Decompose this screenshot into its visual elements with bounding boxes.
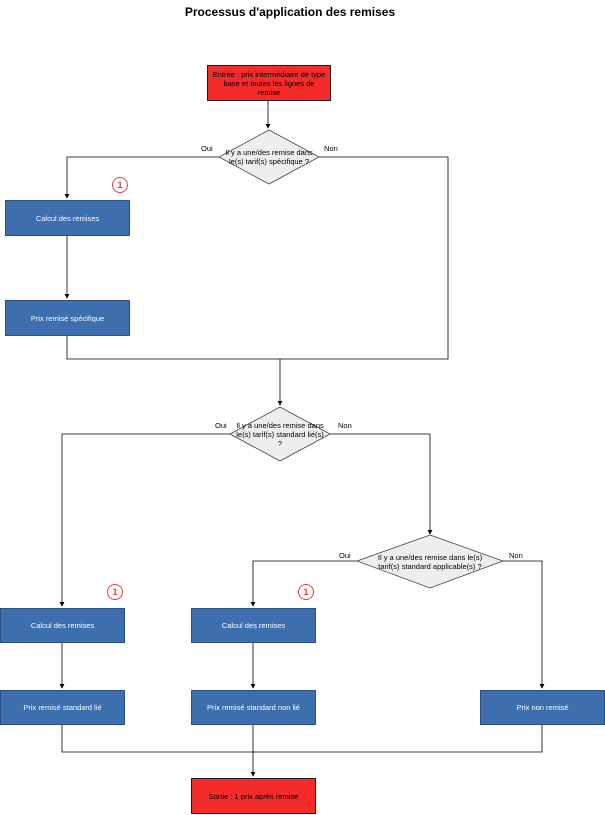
calcul-remises-node-2: Calcul des remises <box>0 608 125 643</box>
step-badge-1: 1 <box>112 177 128 193</box>
decision2-oui-label: Oui <box>215 421 227 430</box>
prix-specifique-node: Prix remisé spécifique <box>5 300 130 336</box>
edge-prix-specifique-merge <box>66 336 280 360</box>
decision3-non-label: Non <box>509 551 523 560</box>
step-badge-3: 1 <box>298 584 314 600</box>
decision-standard-applicable-label: Il y a une/des remise dans le(s) tarif(s… <box>377 553 483 571</box>
decision2-non-label: Non <box>338 421 352 430</box>
prix-standard-non-lie-node: Prix remisé standard non lié <box>191 690 316 725</box>
decision1-oui-label: Oui <box>201 144 213 153</box>
step-badge-2: 1 <box>107 584 123 600</box>
edge-decision3-non <box>503 560 545 689</box>
edge-decision3-oui <box>250 560 357 607</box>
edge-decision1-oui <box>64 156 219 199</box>
entree-node: Entrée : prix intermédiaire de type base… <box>207 65 331 101</box>
calcul-remises-node-3: Calcul des remises <box>191 608 316 643</box>
diagram-title: Processus d'application des remises <box>184 5 396 19</box>
edge-decision1-non <box>280 156 449 360</box>
decision-standard-applicable-shape <box>355 534 505 589</box>
decision-standard-lie-label: Il y a une/des remise dans le(s) tarif(s… <box>236 420 324 448</box>
decision3-oui-label: Oui <box>339 551 351 560</box>
edge-decision2-non <box>330 433 433 535</box>
decision-specifique-shape <box>218 129 320 185</box>
calcul-remises-node-1: Calcul des remises <box>5 200 130 236</box>
edge-prix-non-remise-merge <box>253 725 543 753</box>
decision-standard-lie-shape <box>229 406 331 462</box>
sortie-node: Sortie : 1 prix après remise <box>191 778 316 814</box>
edge-prix-lie-merge <box>61 725 253 753</box>
prix-non-remise-node: Prix non remisé <box>480 690 605 725</box>
decision-specifique-label: Il y a une/des remise dans le(s) tarif(s… <box>225 148 313 166</box>
edge-decision2-oui <box>59 433 230 607</box>
decision1-non-label: Non <box>324 144 338 153</box>
prix-standard-lie-node: Prix remisé standard lié <box>0 690 125 725</box>
